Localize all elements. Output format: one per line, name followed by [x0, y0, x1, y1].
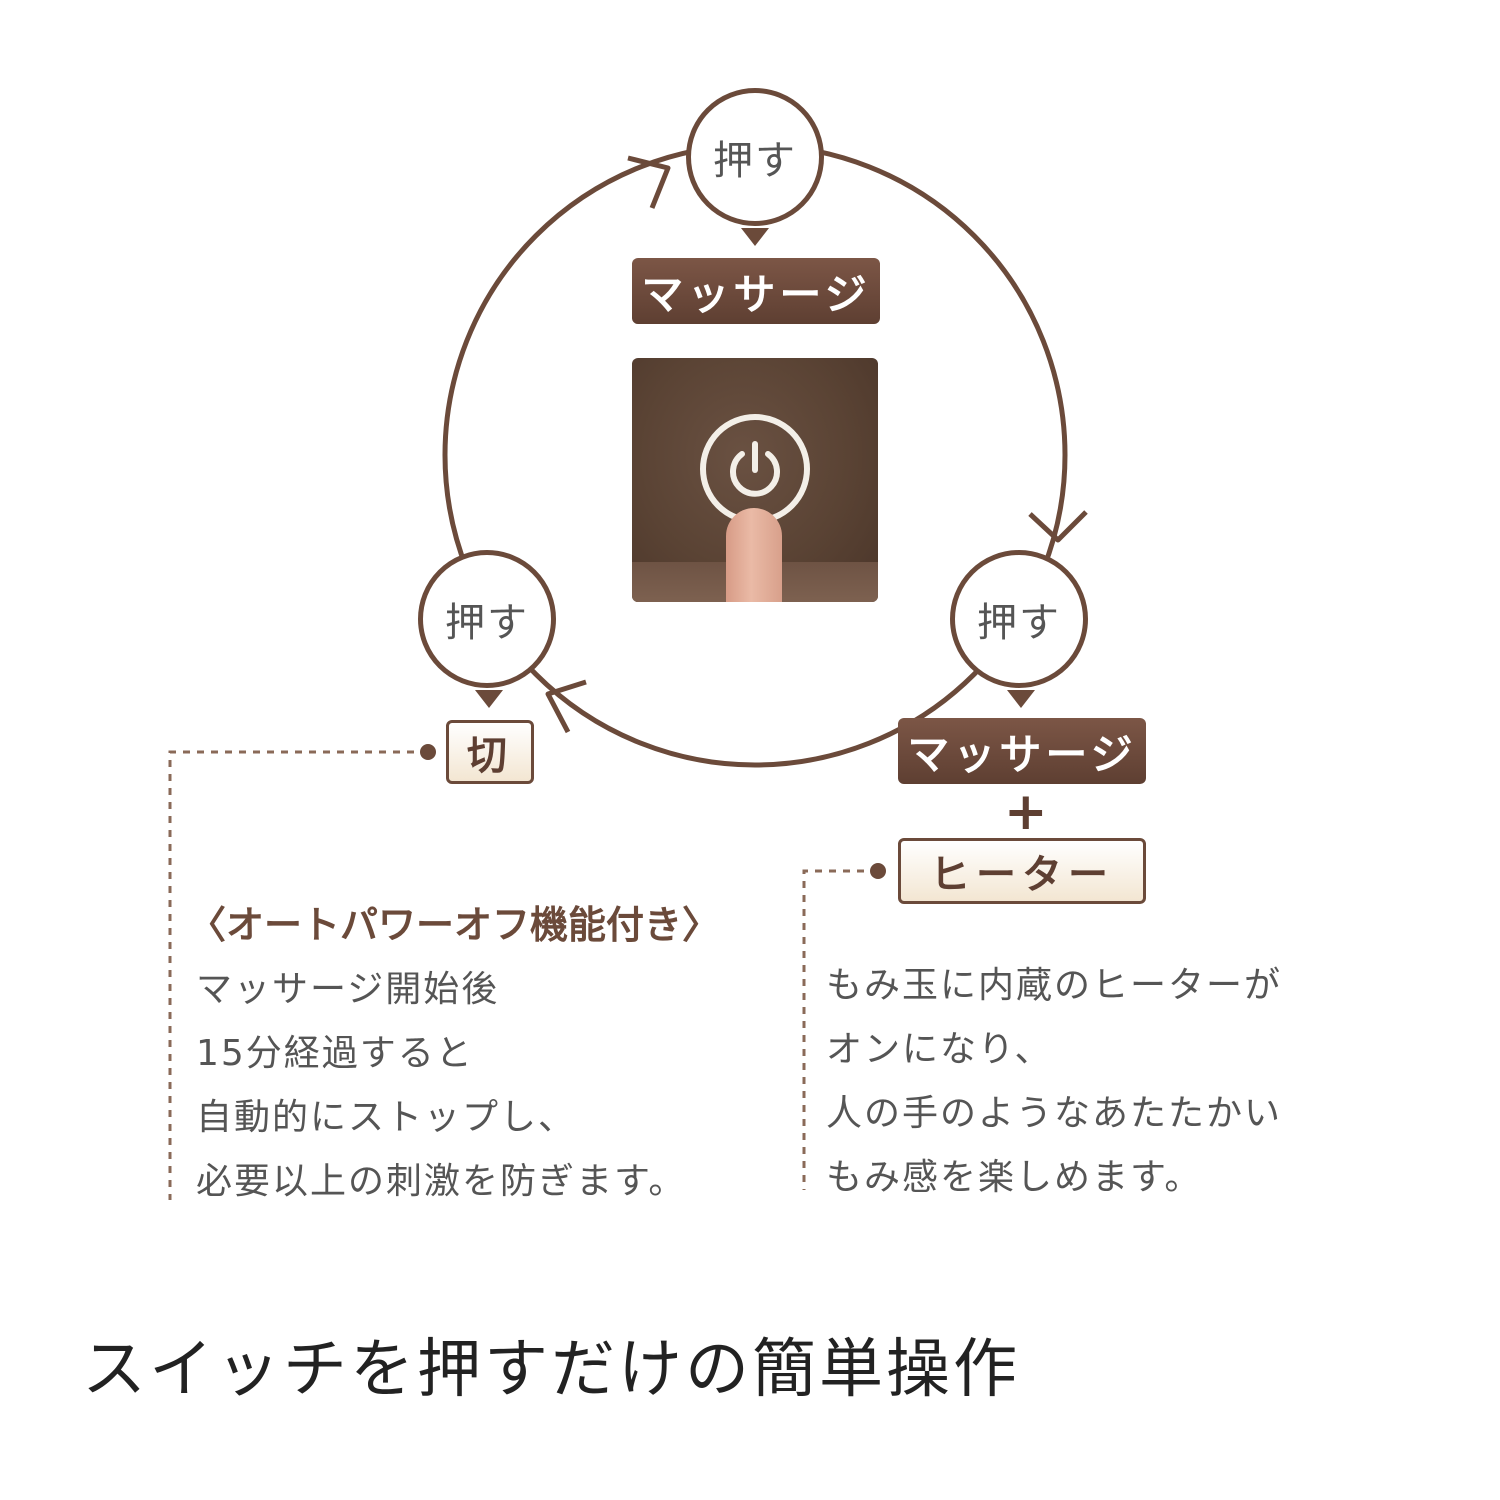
- off-label-text: 切: [467, 733, 513, 779]
- heater-label: ヒーター: [898, 838, 1146, 904]
- press-label: 押す: [713, 138, 797, 184]
- auto-power-off-title: 〈オートパワーオフ機能付き〉: [188, 903, 721, 947]
- right-note-line: もみ感を楽しめます。: [826, 1157, 1203, 1198]
- arrowhead-top-left: [627, 155, 671, 209]
- page-caption: スイッチを押すだけの簡単操作: [82, 1333, 1020, 1407]
- massage-label-top: マッサージ: [632, 258, 880, 324]
- pointer-top: [741, 228, 769, 246]
- arrowhead-right: [1028, 510, 1088, 543]
- press-label: 押す: [977, 600, 1061, 646]
- plus-sign: +: [1004, 782, 1048, 842]
- right-note-line: もみ玉に内蔵のヒーターが: [826, 965, 1283, 1006]
- arrowhead-bottom-left: [545, 679, 587, 734]
- massage-label-text: マッサージ: [907, 729, 1137, 779]
- pointer-left: [475, 690, 503, 708]
- leader-line-off: [168, 750, 428, 1200]
- right-note-line: 人の手のようなあたたかい: [826, 1093, 1283, 1134]
- press-circle-left: 押す: [418, 550, 556, 688]
- massage-label-text: マッサージ: [641, 269, 871, 319]
- press-label: 押す: [445, 600, 529, 646]
- left-note-line: 自動的にストップし、: [196, 1097, 577, 1138]
- press-circle-top: 押す: [686, 88, 824, 226]
- finger: [726, 508, 782, 602]
- left-note-line: 必要以上の刺激を防ぎます。: [196, 1161, 687, 1202]
- heater-label-text: ヒーター: [930, 852, 1114, 898]
- massage-label-bottom: マッサージ: [898, 718, 1146, 784]
- pointer-right: [1007, 690, 1035, 708]
- leader-line-heater: [802, 869, 878, 1190]
- leader-dot-off: [420, 744, 436, 760]
- press-circle-right: 押す: [950, 550, 1088, 688]
- left-note-line: 15分経過すると: [196, 1033, 474, 1074]
- left-note-line: マッサージ開始後: [196, 969, 500, 1010]
- power-switch-photo: [632, 358, 878, 602]
- off-label: 切: [446, 720, 534, 784]
- right-note-line: オンになり、: [826, 1029, 1053, 1070]
- leader-dot-heater: [870, 863, 886, 879]
